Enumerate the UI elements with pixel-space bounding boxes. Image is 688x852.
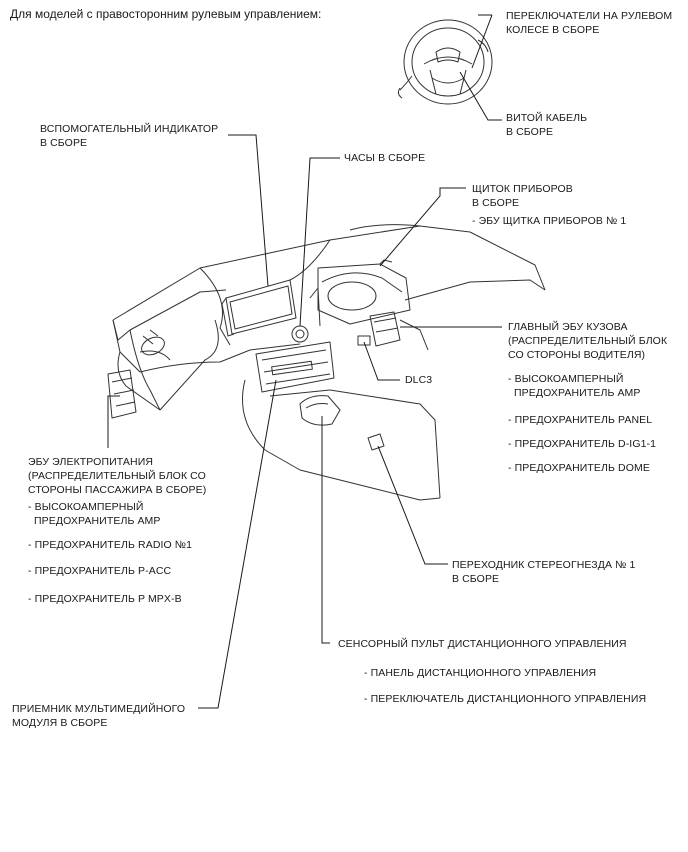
label-remote-switch: - ПЕРЕКЛЮЧАТЕЛЬ ДИСТАНЦИОННОГО УПРАВЛЕНИ… bbox=[364, 693, 647, 705]
label-multimedia-receiver: ПРИЕМНИК МУЛЬТИМЕДИЙНОГО МОДУЛЯ В СБОРЕ bbox=[12, 703, 186, 729]
clock-drawing bbox=[291, 325, 309, 343]
stereo-jack-drawing bbox=[367, 433, 385, 451]
diagram-header: Для моделей с правосторонним рулевым упр… bbox=[10, 7, 322, 21]
leader-touch-remote bbox=[321, 416, 330, 644]
label-power-ecu: ЭБУ ЭЛЕКТРОПИТАНИЯ (РАСПРЕДЕЛИТЕЛЬНЫЙ БЛ… bbox=[28, 456, 207, 496]
leader-spiral-cable bbox=[459, 71, 502, 121]
label-dlc3: DLC3 bbox=[405, 374, 433, 386]
leader-multimedia-receiver bbox=[198, 379, 277, 709]
label-steering-switches: ПЕРЕКЛЮЧАТЕЛИ НА РУЛЕВОМ КОЛЕСЕ В СБОРЕ bbox=[506, 10, 673, 36]
leader-aux-indicator bbox=[228, 134, 269, 287]
label-fuse-radio: - ПРЕДОХРАНИТЕЛЬ RADIO №1 bbox=[28, 539, 193, 551]
label-stereo-jack: ПЕРЕХОДНИК СТЕРЕОГНЕЗДА № 1 В СБОРЕ bbox=[452, 559, 636, 585]
aux-indicator-drawing bbox=[221, 279, 297, 337]
label-fuse-dig1: - ПРЕДОХРАНИТЕЛЬ D-IG1-1 bbox=[508, 438, 657, 450]
dlc3-drawing bbox=[357, 335, 371, 346]
label-remote-panel: - ПАНЕЛЬ ДИСТАНЦИОННОГО УПРАВЛЕНИЯ bbox=[364, 667, 597, 679]
label-meter-ecu: - ЭБУ ЩИТКА ПРИБОРОВ № 1 bbox=[472, 215, 627, 227]
touch-remote-drawing bbox=[299, 395, 341, 426]
label-touch-remote: СЕНСОРНЫЙ ПУЛЬТ ДИСТАНЦИОННОГО УПРАВЛЕНИ… bbox=[338, 638, 627, 650]
label-fuse-dome: - ПРЕДОХРАНИТЕЛЬ DOME bbox=[508, 462, 650, 474]
label-aux-indicator: ВСПОМОГАТЕЛЬНЫЙ ИНДИКАТОР В СБОРЕ bbox=[40, 123, 219, 149]
leader-steering-switches bbox=[471, 14, 493, 69]
label-ecu-high-amp: - ВЫСОКОАМПЕРНЫЙ ПРЕДОХРАНИТЕЛЬ AMP bbox=[508, 373, 641, 399]
leader-combination-meter bbox=[379, 187, 466, 267]
center-stack-drawing bbox=[255, 341, 335, 393]
label-fuse-pacc: - ПРЕДОХРАНИТЕЛЬ P-ACC bbox=[28, 565, 172, 577]
leader-power-ecu bbox=[107, 395, 120, 448]
label-clock: ЧАСЫ В СБОРЕ bbox=[344, 152, 426, 164]
label-main-body-ecu: ГЛАВНЫЙ ЭБУ КУЗОВА (РАСПРЕДЕЛИТЕЛЬНЫЙ БЛ… bbox=[508, 321, 668, 361]
power-ecu-drawing bbox=[107, 369, 137, 419]
main-body-ecu-drawing bbox=[369, 311, 401, 347]
label-fuse-panel: - ПРЕДОХРАНИТЕЛЬ PANEL bbox=[508, 414, 653, 426]
dashboard-drawing bbox=[112, 224, 546, 501]
label-spiral-cable: ВИТОЙ КАБЕЛЬ В СБОРЕ bbox=[506, 112, 588, 138]
label-combination-meter: ЩИТОК ПРИБОРОВ В СБОРЕ bbox=[472, 183, 573, 209]
leader-stereo-jack bbox=[377, 445, 448, 565]
label-fuse-pmpxb: - ПРЕДОХРАНИТЕЛЬ P MPX-B bbox=[28, 593, 182, 605]
label-power-high-amp: - ВЫСОКОАМПЕРНЫЙ ПРЕДОХРАНИТЕЛЬ AMP bbox=[28, 501, 161, 527]
leader-clock bbox=[299, 157, 340, 327]
leader-dlc3 bbox=[363, 341, 400, 381]
combination-meter-drawing bbox=[309, 259, 411, 327]
steering-wheel-drawing bbox=[397, 19, 493, 105]
